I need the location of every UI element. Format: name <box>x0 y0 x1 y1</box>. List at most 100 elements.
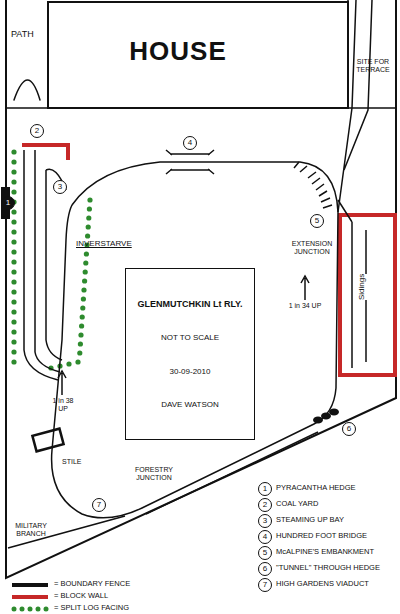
boundary <box>2 0 396 578</box>
callout-number: 5 <box>258 546 272 560</box>
legend-text: = BOUNDARY FENCE <box>54 580 130 588</box>
military-branch-track <box>8 516 125 548</box>
log-dot <box>11 299 16 304</box>
callout-number: 7 <box>258 578 272 592</box>
legend-text: = BLOCK WALL <box>54 592 108 600</box>
log-dot <box>79 323 84 328</box>
callout-number: 6 <box>342 422 356 436</box>
title-note: DAVE WATSON <box>130 400 250 409</box>
key-text: COAL YARD <box>276 500 318 508</box>
track <box>8 0 372 548</box>
log-dot <box>78 341 83 346</box>
callout-number: 1 <box>1 196 15 210</box>
log-dot <box>11 239 16 244</box>
junction-name: EXTENSION JUNCTION <box>284 240 340 255</box>
log-dot <box>81 296 86 301</box>
log-dot <box>11 259 16 264</box>
block-wall <box>340 215 395 375</box>
block-wall <box>22 145 68 160</box>
log-dot <box>66 361 71 366</box>
place-name: PATH <box>11 30 34 40</box>
terrace-extension <box>338 0 372 212</box>
legend-text: = SPLIT LOG FACING <box>54 604 129 612</box>
callout-number: 1 <box>258 482 272 496</box>
log-dot <box>86 224 91 229</box>
log-dot <box>77 350 82 355</box>
log-dot <box>87 197 92 202</box>
gradient-label: 1 in 38 UP <box>48 397 78 412</box>
callout-number: 3 <box>258 514 272 528</box>
key-text: HUNDRED FOOT BRIDGE <box>276 532 367 540</box>
callout-number: 6 <box>258 562 272 576</box>
log-dot <box>80 314 85 319</box>
log-dot <box>11 249 16 254</box>
log-dot <box>11 359 16 364</box>
log-dot <box>78 332 83 337</box>
path-box <box>6 0 396 108</box>
stile-symbol <box>32 429 63 452</box>
log-dot <box>83 269 88 274</box>
railway-name: GLENMUTCHKIN Lt RLY. <box>130 299 250 309</box>
log-dot <box>11 309 16 314</box>
callout-number: 4 <box>183 136 197 150</box>
callout-number: 5 <box>310 214 324 228</box>
main-line <box>52 162 338 518</box>
log-dot <box>84 251 89 256</box>
key-text: HIGH GARDENS VIADUCT <box>276 580 369 588</box>
log-dot <box>11 339 16 344</box>
stile-label: STILE <box>62 458 81 466</box>
sidings-tracks <box>338 200 366 368</box>
block-walls <box>22 145 395 375</box>
log-dot <box>11 159 16 164</box>
log-dot <box>86 215 91 220</box>
log-dot <box>87 206 92 211</box>
log-dot <box>11 349 16 354</box>
legend-dots <box>12 607 49 612</box>
callout-number: 2 <box>30 124 44 138</box>
branch-name: MILITARY BRANCH <box>9 522 53 537</box>
key-text: "TUNNEL" THROUGH HEDGE <box>276 564 380 572</box>
log-dot <box>11 269 16 274</box>
log-dot <box>75 359 80 364</box>
log-dot <box>81 287 86 292</box>
log-dot <box>85 233 90 238</box>
log-dot <box>11 169 16 174</box>
bridge <box>166 150 214 174</box>
log-dot <box>11 319 16 324</box>
gradient-label: 1 in 34 UP <box>288 302 322 310</box>
title-box: GLENMUTCHKIN Lt RLY. NOT TO SCALE 30-09-20… <box>125 268 255 440</box>
log-dot <box>83 260 88 265</box>
callout-number: 4 <box>258 530 272 544</box>
sidings-label: Sidings <box>358 274 367 300</box>
log-dot <box>11 149 16 154</box>
path-arch <box>14 80 40 100</box>
log-dot <box>82 278 87 283</box>
log-dot <box>11 329 16 334</box>
house-outline <box>48 2 348 108</box>
callout-number: 3 <box>53 180 67 194</box>
gradient-arrow <box>58 276 309 395</box>
place-name: SITE FOR TERRACE <box>352 58 394 73</box>
house-label: HOUSE <box>48 36 308 67</box>
key-text: STEAMING UP BAY <box>276 516 344 524</box>
log-dot <box>11 279 16 284</box>
title-note: NOT TO SCALE <box>130 333 250 342</box>
junction-name: FORESTRY JUNCTION <box>126 466 182 481</box>
log-dot <box>11 209 16 214</box>
key-text: PYRACANTHA HEDGE <box>276 484 356 492</box>
tunnel-hedge <box>313 409 339 424</box>
legend-samples <box>12 585 48 597</box>
station-name: INVERSTARVE <box>76 240 132 249</box>
log-dot <box>11 189 16 194</box>
title-note: 30-09-2010 <box>130 367 250 376</box>
log-dot <box>11 229 16 234</box>
log-dot <box>80 305 85 310</box>
boundary-fence <box>6 0 396 578</box>
key-text: McALPINE'S EMBANKMENT <box>276 548 374 556</box>
yard-sidings <box>24 150 66 380</box>
callout-number: 7 <box>92 498 106 512</box>
house-box: HOUSE <box>48 2 348 108</box>
log-dot <box>11 219 16 224</box>
embankment-hatching <box>294 162 332 208</box>
